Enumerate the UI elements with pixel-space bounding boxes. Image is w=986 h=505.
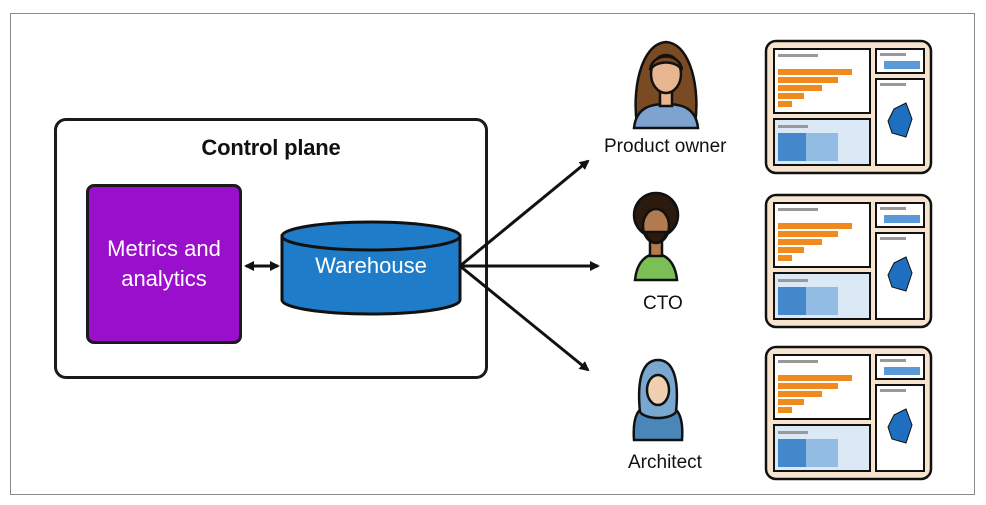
person-product-owner-icon (632, 40, 700, 130)
control-plane-title: Control plane (201, 135, 341, 160)
warehouse-cylinder-icon (280, 220, 462, 316)
person-cto-icon (632, 191, 680, 282)
arrow-to-product-owner (459, 159, 590, 268)
cto-label: CTO (643, 293, 683, 314)
dashboard-icon-3 (764, 345, 933, 481)
fan-out-arrows (459, 159, 600, 372)
diagram-frame (10, 13, 975, 495)
dashboard-icon-2 (764, 193, 933, 329)
person-architect-icon (632, 358, 684, 442)
arrow-to-architect (459, 264, 590, 372)
dashboard-icon-1 (764, 39, 933, 175)
metrics-analytics-box: Metrics and analytics (86, 184, 242, 344)
product-owner-label: Product owner (604, 136, 727, 157)
warehouse-label: Warehouse (315, 253, 427, 278)
architect-label: Architect (628, 452, 702, 473)
metrics-analytics-label: Metrics and analytics (107, 236, 221, 291)
